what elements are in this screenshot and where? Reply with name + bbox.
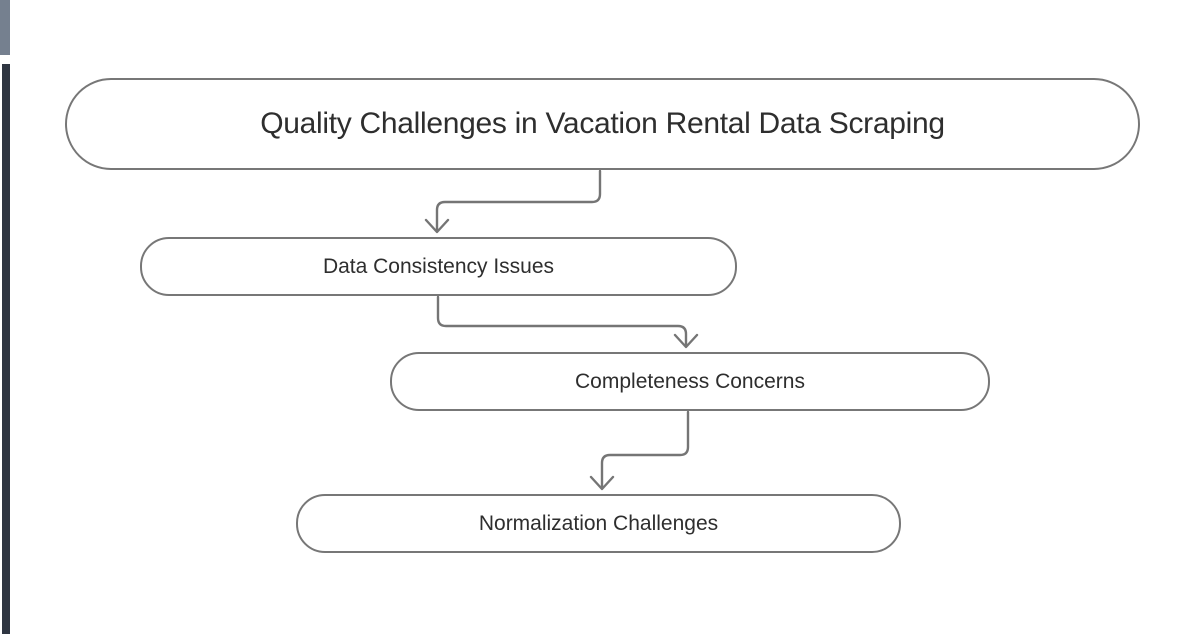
flowchart-node-data-consistency: Data Consistency Issues bbox=[140, 237, 737, 296]
left-edge-accent-bar bbox=[2, 64, 10, 634]
connector-title-to-consistency-arrow bbox=[424, 169, 602, 234]
flowchart-node-title-label: Quality Challenges in Vacation Rental Da… bbox=[260, 107, 945, 140]
flowchart-node-normalization-label: Normalization Challenges bbox=[478, 511, 719, 535]
flowchart-node-normalization: Normalization Challenges bbox=[296, 494, 901, 553]
connector-consistency-to-completeness-arrow bbox=[436, 295, 699, 349]
flowchart-node-completeness: Completeness Concerns bbox=[390, 352, 990, 411]
flowchart-node-data-consistency-label: Data Consistency Issues bbox=[322, 254, 555, 278]
connector-completeness-to-normalization-arrow bbox=[589, 410, 690, 491]
flowchart-node-completeness-label: Completeness Concerns bbox=[575, 369, 805, 393]
flowchart-node-title: Quality Challenges in Vacation Rental Da… bbox=[65, 78, 1140, 170]
top-left-accent-bar bbox=[0, 0, 10, 55]
